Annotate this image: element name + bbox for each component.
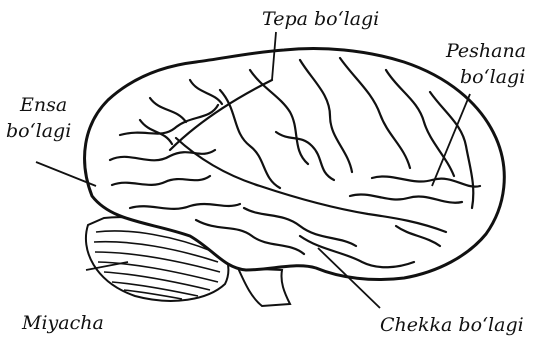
label-cerebellum: Miyacha xyxy=(22,312,104,334)
label-frontal-lobe-2: bo‘lagi xyxy=(460,66,525,88)
label-temporal-lobe: Chekka bo‘lagi xyxy=(380,314,524,336)
label-parietal-lobe: Tepa bo‘lagi xyxy=(262,8,379,30)
label-frontal-lobe-1: Peshana xyxy=(446,40,526,62)
brain-stem xyxy=(238,268,290,306)
label-occipital-lobe-2: bo‘lagi xyxy=(6,120,71,142)
label-occipital-lobe-1: Ensa xyxy=(20,94,67,116)
